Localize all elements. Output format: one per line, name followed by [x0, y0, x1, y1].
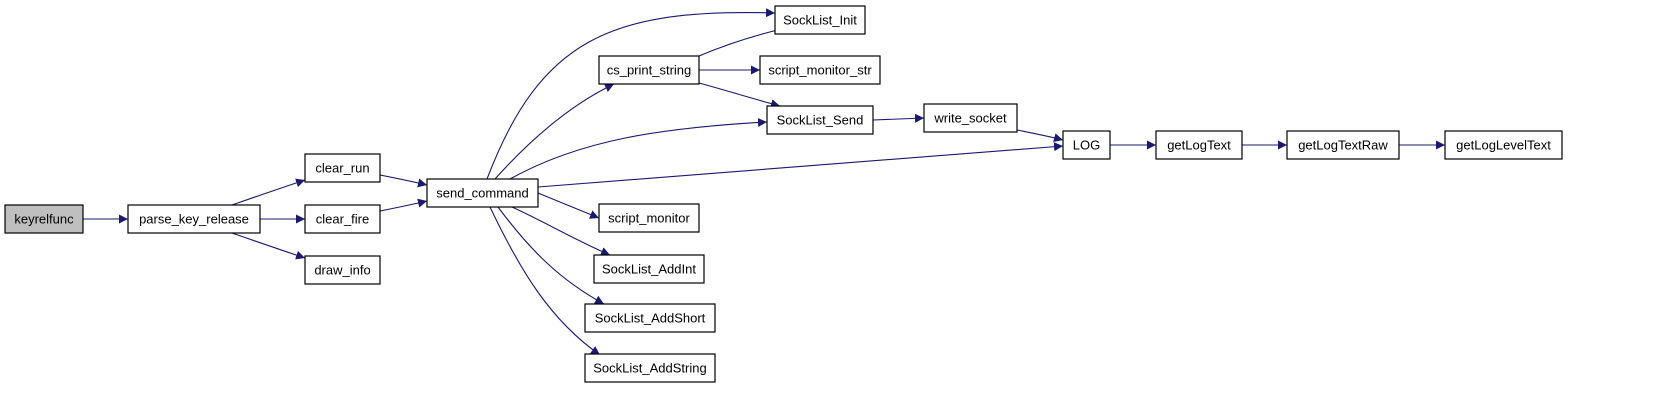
edge-SockList_Send-to-write_socket	[872, 113, 925, 123]
node-label: SockList_Init	[783, 13, 857, 28]
edge-send_command-to-SockList_Init	[486, 8, 776, 180]
node-label: getLogText	[1167, 138, 1231, 153]
node-LOG[interactable]: LOG	[1062, 130, 1111, 160]
node-box	[426, 178, 539, 208]
node-label: getLogTextRaw	[1298, 138, 1388, 153]
node-SockList_Init[interactable]: SockList_Init	[774, 5, 866, 35]
node-send_command[interactable]: send_command	[426, 178, 539, 208]
node-box	[584, 303, 716, 333]
node-label: write_socket	[933, 111, 1007, 126]
edge-send_command-to-SockList_AddInt	[511, 206, 611, 256]
edge-cs_print_string-to-SockList_Send	[698, 82, 781, 109]
node-box	[304, 255, 381, 285]
node-box	[1062, 130, 1111, 160]
node-label: script_monitor_str	[768, 63, 872, 78]
edge-arrow	[486, 8, 776, 180]
edge-parse_key_release-to-draw_info	[231, 232, 306, 260]
node-label: LOG	[1073, 138, 1100, 153]
edge-send_command-to-LOG	[537, 142, 1064, 188]
edge-arrow	[379, 174, 428, 188]
edge-arrow	[494, 83, 615, 180]
edge-arrow	[497, 206, 605, 305]
node-script_monitor[interactable]: script_monitor	[598, 203, 700, 233]
edge-arrow	[379, 198, 428, 212]
node-label: SockList_AddString	[593, 361, 706, 376]
node-write_socket[interactable]: write_socket	[923, 103, 1018, 133]
node-label: cs_print_string	[607, 63, 692, 78]
edge-clear_fire-to-send_command	[379, 198, 428, 212]
node-label: SockList_AddInt	[602, 262, 696, 277]
node-box	[1155, 130, 1243, 160]
node-parse_key_release[interactable]: parse_key_release	[127, 204, 261, 234]
node-label: getLogLevelText	[1456, 138, 1551, 153]
edge-send_command-to-SockList_Send	[509, 118, 768, 180]
edge-send_command-to-SockList_AddString	[489, 206, 601, 356]
node-box	[1286, 130, 1400, 160]
node-script_monitor_str[interactable]: script_monitor_str	[759, 55, 881, 85]
edge-arrow	[537, 192, 600, 219]
edge-send_command-to-SockList_AddShort	[497, 206, 605, 305]
node-box	[584, 353, 716, 383]
node-box	[774, 5, 866, 35]
edge-write_socket-to-LOG	[1016, 129, 1064, 143]
node-clear_run[interactable]: clear_run	[304, 153, 381, 183]
edges-layer	[83, 8, 1445, 356]
node-box	[1444, 130, 1563, 160]
node-clear_fire[interactable]: clear_fire	[304, 204, 381, 234]
edge-send_command-to-script_monitor	[537, 192, 600, 219]
node-box	[304, 153, 381, 183]
node-SockList_Send[interactable]: SockList_Send	[766, 105, 874, 135]
node-SockList_AddShort[interactable]: SockList_AddShort	[584, 303, 716, 333]
edge-arrow	[231, 232, 306, 260]
node-label: draw_info	[314, 263, 370, 278]
edge-arrow	[698, 82, 781, 109]
node-draw_info[interactable]: draw_info	[304, 255, 381, 285]
node-box	[923, 103, 1018, 133]
node-getLogTextRaw[interactable]: getLogTextRaw	[1286, 130, 1400, 160]
node-SockList_AddString[interactable]: SockList_AddString	[584, 353, 716, 383]
node-box	[759, 55, 881, 85]
node-keyrelfunc[interactable]: keyrelfunc	[4, 204, 84, 234]
node-cs_print_string[interactable]: cs_print_string	[598, 55, 700, 85]
node-box	[766, 105, 874, 135]
edge-arrow	[537, 142, 1064, 188]
edge-parse_key_release-to-clear_run	[231, 178, 306, 206]
edge-arrow	[511, 206, 611, 256]
node-label: SockList_Send	[777, 113, 864, 128]
edge-arrow	[489, 206, 601, 356]
node-getLogLevelText[interactable]: getLogLevelText	[1444, 130, 1563, 160]
node-getLogText[interactable]: getLogText	[1155, 130, 1243, 160]
node-box	[304, 204, 381, 234]
edge-arrow	[872, 113, 925, 123]
node-SockList_AddInt[interactable]: SockList_AddInt	[593, 254, 705, 284]
node-box	[593, 254, 705, 284]
edge-arrow	[509, 118, 768, 180]
edge-clear_run-to-send_command	[379, 174, 428, 188]
nodes-layer: keyrelfunc parse_key_release clear_runclea…	[4, 5, 1563, 383]
node-label: clear_run	[315, 161, 369, 176]
node-label: clear_fire	[316, 212, 369, 227]
node-box	[598, 55, 700, 85]
node-label: SockList_AddShort	[595, 311, 706, 326]
node-label: keyrelfunc	[14, 212, 74, 227]
node-box	[127, 204, 261, 234]
node-label: script_monitor	[608, 211, 690, 226]
node-label: parse_key_release	[139, 212, 249, 227]
node-label: send_command	[436, 186, 529, 201]
node-box	[598, 203, 700, 233]
edge-arrow	[231, 178, 306, 206]
edge-arrow	[1016, 129, 1064, 143]
node-box	[4, 204, 84, 234]
edge-send_command-to-cs_print_string	[494, 83, 615, 180]
